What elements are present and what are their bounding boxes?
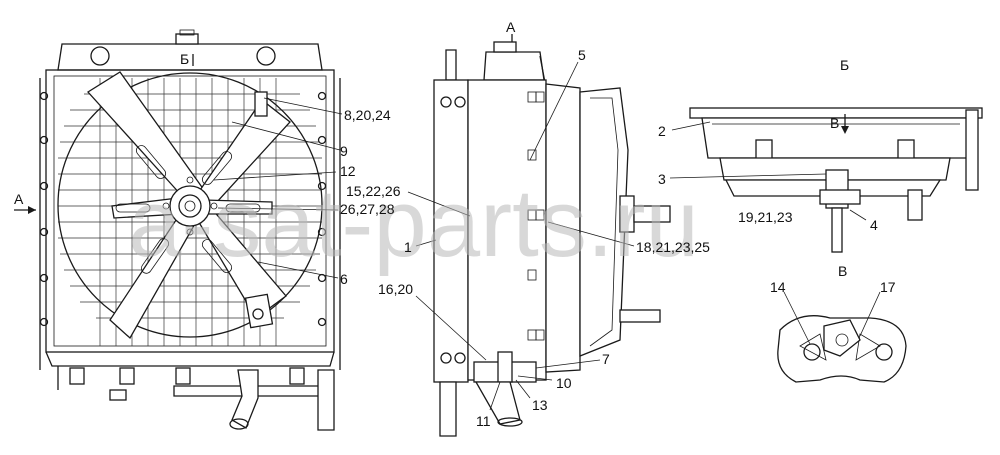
mount-boss-right xyxy=(256,46,276,66)
lower-hose xyxy=(231,369,259,429)
tensioner-bolt xyxy=(254,91,268,117)
view-b-label: Б xyxy=(180,51,189,67)
mount-boss-left xyxy=(90,46,110,66)
callout-12: 12 xyxy=(340,163,356,179)
shroud-side xyxy=(545,83,581,373)
blade-slots xyxy=(115,145,261,274)
callout-16-20: 16,20 xyxy=(378,281,413,297)
view-b-top-label: Б xyxy=(840,57,849,73)
drain-tube-side xyxy=(439,381,457,437)
view-v-label: В xyxy=(830,115,839,131)
right-bolts xyxy=(317,91,327,327)
view-arrow-a-head xyxy=(28,206,36,214)
left-bolts xyxy=(39,91,49,327)
arrow-a-label: А xyxy=(14,191,24,207)
radiator-frame xyxy=(45,69,335,353)
expansion-cap xyxy=(493,41,517,53)
fan-blades xyxy=(86,71,291,340)
callout-5: 5 xyxy=(578,47,586,63)
callout-2: 2 xyxy=(658,123,666,139)
side-pipe-b xyxy=(965,109,979,191)
callout-17: 17 xyxy=(880,279,896,295)
drain-cock xyxy=(109,389,127,401)
detail-14-17 xyxy=(777,315,907,383)
drain-pipe-right xyxy=(317,369,335,431)
lower-pipe-b xyxy=(907,189,923,221)
callout-19-21-23: 19,21,23 xyxy=(738,209,793,225)
side-bolts xyxy=(527,91,545,341)
callout-7: 7 xyxy=(602,351,610,367)
fan-hub xyxy=(169,185,211,227)
bottom-fittings xyxy=(69,367,305,385)
radiator-frame-inner xyxy=(53,75,327,347)
leader-lines xyxy=(213,61,881,411)
fan-bracket xyxy=(719,157,951,181)
lower-bracket xyxy=(244,293,274,329)
callout-1: 1 xyxy=(404,239,412,255)
filler-cap-top xyxy=(179,29,195,36)
callout-15-22-26: 15,22,26 xyxy=(346,183,401,199)
fan-shroud-ring xyxy=(57,72,323,338)
view-b-assembly xyxy=(689,107,983,253)
callout-6: 6 xyxy=(340,271,348,287)
front-view-radiator xyxy=(14,29,341,431)
clamp-bolt xyxy=(497,351,513,383)
fan-hub-inner xyxy=(178,194,202,218)
callout-26-27-28: 26,27,28 xyxy=(340,201,395,217)
callout-4: 4 xyxy=(870,217,878,233)
callout-9: 9 xyxy=(340,143,348,159)
filler-cap xyxy=(175,33,199,45)
callout-13: 13 xyxy=(532,397,548,413)
watermark: a-sat-parts.ru xyxy=(128,170,699,277)
callout-18-21-23-25: 18,21,23,25 xyxy=(636,239,710,255)
callout-3: 3 xyxy=(658,171,666,187)
callout-8-20-24: 8,20,24 xyxy=(344,107,391,123)
view-v-bottom-label: В xyxy=(838,263,847,279)
filler-neck xyxy=(445,49,457,81)
core-side-front xyxy=(433,79,469,383)
tensioner-block xyxy=(819,189,861,205)
expansion-tank xyxy=(483,51,545,81)
side-bracket xyxy=(619,309,661,323)
bottom-tank xyxy=(45,351,335,367)
callout-14: 14 xyxy=(770,279,786,295)
callout-11: 11 xyxy=(476,413,491,429)
callout-10: 10 xyxy=(556,375,572,391)
view-a-label: А xyxy=(506,19,516,35)
fan-shaft xyxy=(633,205,671,223)
fan-side xyxy=(579,87,629,357)
hub-shaft xyxy=(831,207,843,253)
side-view-radiator xyxy=(433,34,671,437)
